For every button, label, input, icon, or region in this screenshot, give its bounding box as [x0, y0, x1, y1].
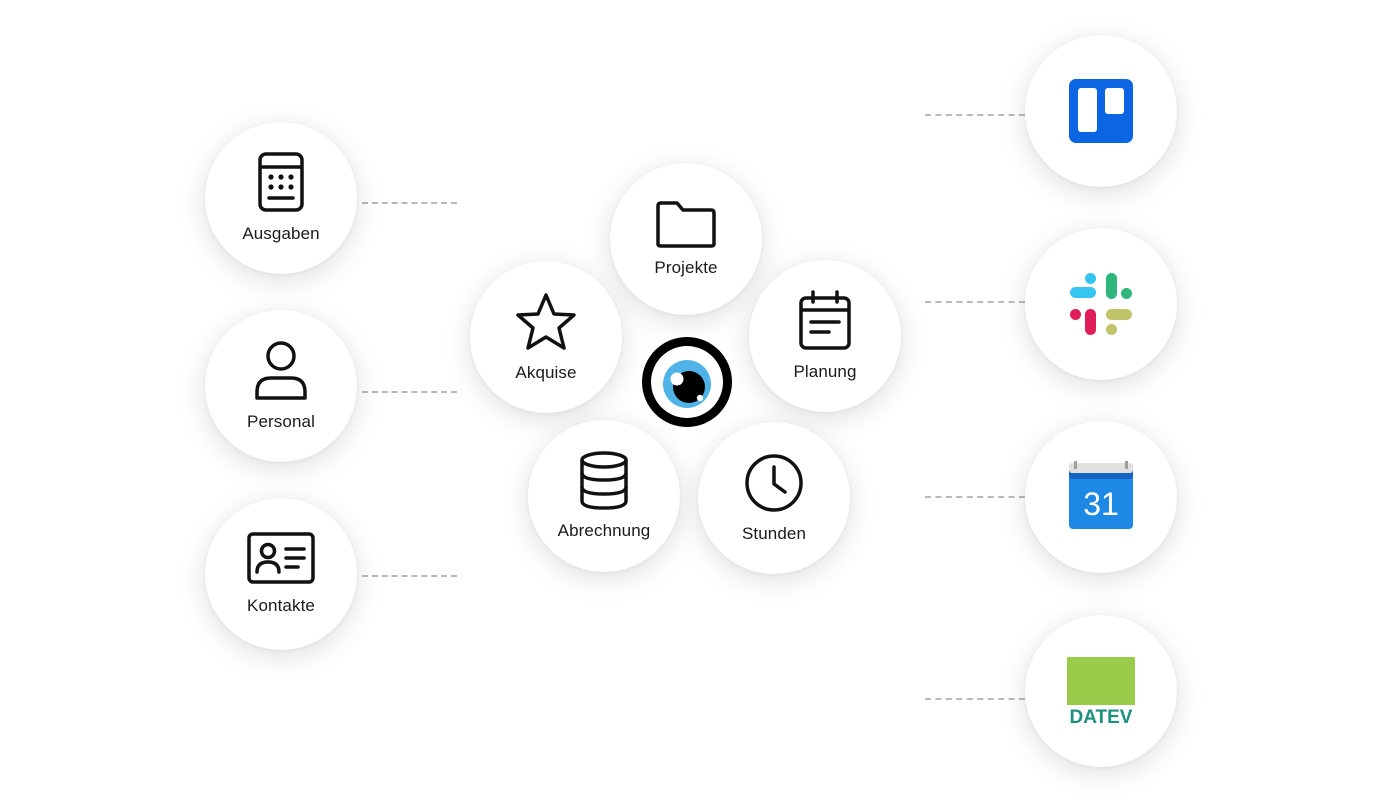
module-akquise[interactable]: Akquise	[470, 261, 622, 413]
eye-logo-icon	[641, 336, 733, 428]
connector-ausgaben	[362, 202, 457, 204]
module-ausgaben[interactable]: Ausgaben	[205, 122, 357, 274]
module-abrechnung[interactable]: Abrechnung	[528, 420, 680, 572]
connector-slack	[925, 301, 1025, 303]
calendar-day: 31	[1083, 486, 1119, 522]
integration-trello[interactable]	[1025, 35, 1177, 187]
connector-personal	[362, 391, 457, 393]
module-label: Projekte	[654, 258, 718, 277]
folder-icon	[655, 200, 717, 248]
google-calendar-icon: 31	[1066, 461, 1136, 533]
person-icon	[253, 340, 309, 402]
module-planung[interactable]: Planung	[749, 260, 901, 412]
connector-datev	[925, 698, 1025, 700]
calendar-icon	[798, 290, 852, 352]
connector-google-calendar	[925, 496, 1025, 498]
module-label: Ausgaben	[242, 224, 320, 243]
module-projekte[interactable]: Projekte	[610, 163, 762, 315]
star-icon	[514, 291, 578, 353]
module-label: Stunden	[741, 524, 807, 543]
module-stunden[interactable]: Stunden	[698, 422, 850, 574]
slack-logo-icon	[1066, 269, 1136, 339]
module-label: Planung	[793, 362, 857, 381]
connector-kontakte	[362, 575, 457, 577]
calculator-icon	[257, 152, 305, 214]
integration-datev[interactable]: DATEV	[1025, 615, 1177, 767]
integration-google-calendar[interactable]: 31	[1025, 421, 1177, 573]
database-icon	[578, 451, 630, 511]
module-label: Personal	[247, 412, 315, 431]
module-kontakte[interactable]: Kontakte	[205, 498, 357, 650]
trello-logo-icon	[1068, 78, 1134, 144]
module-label: Kontakte	[247, 596, 315, 615]
module-label: Akquise	[515, 363, 577, 382]
connector-trello	[925, 114, 1025, 116]
datev-wordmark: DATEV	[1070, 707, 1133, 727]
module-personal[interactable]: Personal	[205, 310, 357, 462]
integration-slack[interactable]	[1025, 228, 1177, 380]
clock-icon	[743, 452, 805, 514]
datev-logo-icon: DATEV	[1065, 655, 1137, 728]
module-label: Abrechnung	[557, 521, 651, 540]
contact-card-icon	[247, 532, 315, 586]
